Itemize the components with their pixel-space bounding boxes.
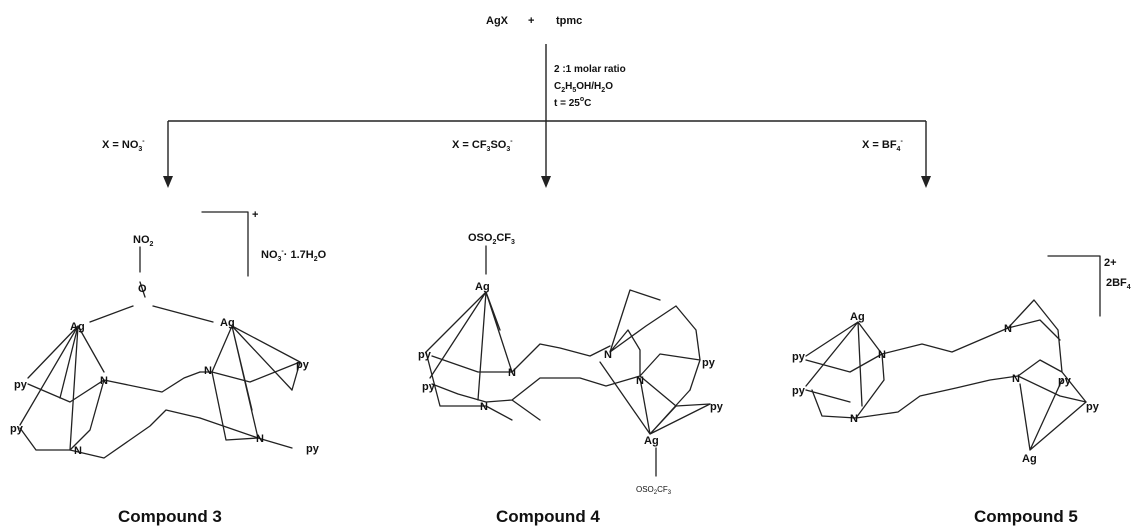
compound-3-structure: NO2 O + NO3-· 1.7H2O Ag Ag py py py py N… bbox=[10, 209, 327, 459]
compound-5-charge: 2+ bbox=[1104, 257, 1117, 269]
compound-5-counter-ion: 2BF4 bbox=[1106, 277, 1131, 291]
compound-3-py: py bbox=[306, 443, 320, 455]
compound-3-py: py bbox=[10, 423, 24, 435]
compound-4-ag-top: Ag bbox=[475, 281, 490, 293]
compound-3-no2: NO2 bbox=[133, 234, 154, 248]
main-arrow-head bbox=[541, 176, 551, 188]
compound-4-py: py bbox=[422, 381, 436, 393]
compound-4-py: py bbox=[418, 349, 432, 361]
compound-3-bridging-o: O bbox=[138, 283, 147, 295]
ligand-tpmc: tpmc bbox=[556, 15, 582, 27]
compound-5-caption: Compound 5 bbox=[974, 507, 1078, 526]
compound-4-top-triflate: OSO2CF3 bbox=[468, 232, 515, 246]
molar-ratio: 2 :1 molar ratio bbox=[554, 64, 626, 75]
compound-3-caption: Compound 3 bbox=[118, 507, 222, 526]
branch-label-tetrafluoroborate: X = BF4- bbox=[862, 138, 903, 153]
plus-sign: + bbox=[528, 15, 534, 27]
compound-4-bottom-triflate: OSO2CF3 bbox=[636, 485, 672, 496]
compound-5-ag-bottom: Ag bbox=[1022, 453, 1037, 465]
compound-4-structure: OSO2CF3 Ag Ag OSO2CF3 py py py py N N N … bbox=[418, 232, 724, 496]
compound-3-n: N bbox=[74, 445, 82, 457]
compound-5-py: py bbox=[1058, 375, 1072, 387]
compound-5-n: N bbox=[850, 413, 858, 425]
compound-3-n: N bbox=[100, 375, 108, 387]
compound-5-structure: 2+ 2BF4 Ag Ag py py py py N N N N bbox=[792, 255, 1131, 465]
compound-5-py: py bbox=[1086, 401, 1100, 413]
compound-3-n: N bbox=[256, 433, 264, 445]
compound-5-n: N bbox=[878, 349, 886, 361]
compound-5-n: N bbox=[1012, 373, 1020, 385]
compound-3-n: N bbox=[204, 365, 212, 377]
reaction-conditions: 2 :1 molar ratio C2H5OH/H2O t = 25oC bbox=[554, 64, 626, 109]
branch-left-head bbox=[163, 176, 173, 188]
temperature: t = 25oC bbox=[554, 96, 591, 109]
compound-3-ag-left: Ag bbox=[70, 321, 85, 333]
compound-4-py: py bbox=[710, 401, 724, 413]
compound-5-n: N bbox=[1004, 323, 1012, 335]
compound-4-py: py bbox=[702, 357, 716, 369]
compound-4-n: N bbox=[604, 349, 612, 361]
branch-label-nitrate: X = NO3- bbox=[102, 138, 145, 153]
compound-3-counter-ion: NO3-· 1.7H2O bbox=[261, 248, 327, 263]
compound-4-caption: Compound 4 bbox=[496, 507, 600, 526]
compound-4-n: N bbox=[480, 401, 488, 413]
compound-4-n: N bbox=[636, 375, 644, 387]
compound-5-ag-top: Ag bbox=[850, 311, 865, 323]
reaction-header: AgX + tpmc bbox=[486, 15, 582, 27]
compound-3-ag-right: Ag bbox=[220, 317, 235, 329]
compound-4-n: N bbox=[508, 367, 516, 379]
branch-right-head bbox=[921, 176, 931, 188]
compound-5-py: py bbox=[792, 385, 806, 397]
compound-3-py: py bbox=[296, 359, 310, 371]
compound-5-py: py bbox=[792, 351, 806, 363]
compound-3-charge: + bbox=[252, 209, 258, 221]
branch-label-triflate: X = CF3SO3- bbox=[452, 138, 513, 153]
compound-3-py: py bbox=[14, 379, 28, 391]
compound-4-ag-bottom: Ag bbox=[644, 435, 659, 447]
reactant-agx: AgX bbox=[486, 15, 509, 27]
solvent: C2H5OH/H2O bbox=[554, 81, 613, 94]
